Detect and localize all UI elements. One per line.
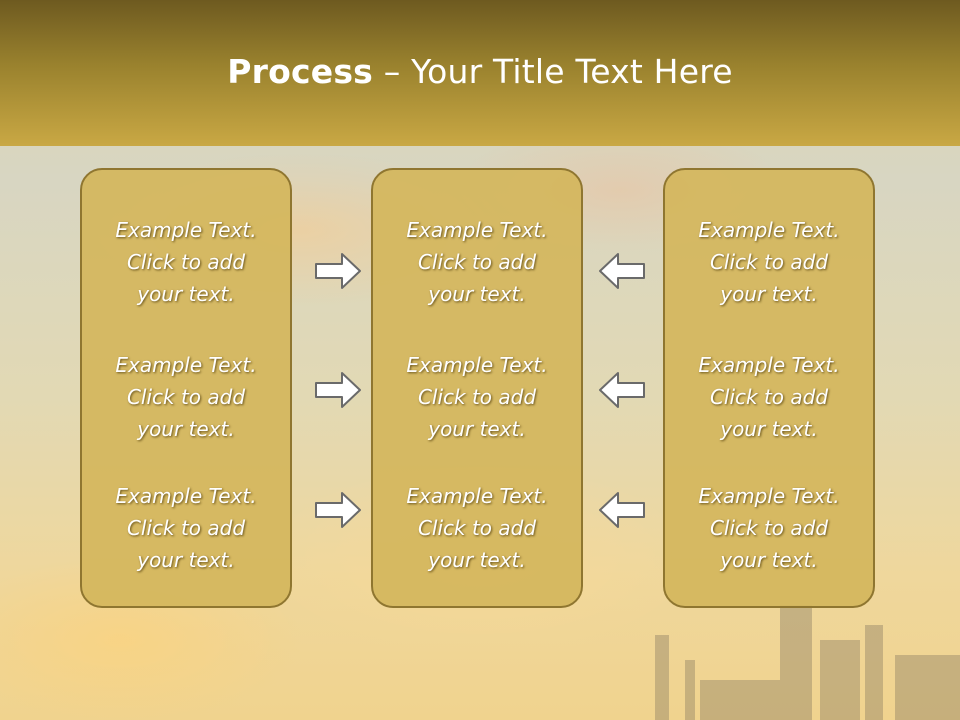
text-line: Example Text. bbox=[698, 353, 840, 377]
text-line: Example Text. bbox=[698, 218, 840, 242]
slide-title[interactable]: Process – Your Title Text Here bbox=[227, 52, 733, 91]
text-line: Example Text. bbox=[698, 484, 840, 508]
arrow-left-icon bbox=[599, 253, 645, 289]
text-placeholder[interactable]: Example Text. Click to add your text. bbox=[665, 480, 873, 576]
text-placeholder[interactable]: Example Text. Click to add your text. bbox=[82, 214, 290, 310]
text-line: Click to add bbox=[417, 250, 537, 274]
text-line: your text. bbox=[720, 282, 818, 306]
text-placeholder[interactable]: Example Text. Click to add your text. bbox=[665, 349, 873, 445]
text-line: Example Text. bbox=[115, 218, 257, 242]
arrow-right-icon bbox=[315, 372, 361, 408]
process-column-left[interactable]: Example Text. Click to add your text. Ex… bbox=[80, 168, 292, 608]
text-line: Click to add bbox=[126, 385, 246, 409]
text-line: Click to add bbox=[709, 516, 829, 540]
process-column-center[interactable]: Example Text. Click to add your text. Ex… bbox=[371, 168, 583, 608]
arrow-left-icon bbox=[599, 372, 645, 408]
text-line: Click to add bbox=[709, 385, 829, 409]
arrow-left-icon bbox=[599, 492, 645, 528]
text-line: your text. bbox=[137, 282, 235, 306]
text-placeholder[interactable]: Example Text. Click to add your text. bbox=[373, 214, 581, 310]
arrow-right-icon bbox=[315, 492, 361, 528]
title-bar: Process – Your Title Text Here bbox=[0, 0, 960, 146]
title-rest-text: – Your Title Text Here bbox=[373, 51, 733, 91]
text-line: your text. bbox=[720, 417, 818, 441]
title-bold-text: Process bbox=[227, 51, 374, 91]
text-line: Example Text. bbox=[406, 218, 548, 242]
text-line: Example Text. bbox=[406, 353, 548, 377]
text-line: your text. bbox=[428, 548, 526, 572]
factory-silhouette-image bbox=[655, 605, 960, 720]
text-line: Click to add bbox=[126, 250, 246, 274]
text-line: Click to add bbox=[126, 516, 246, 540]
text-line: Example Text. bbox=[406, 484, 548, 508]
text-line: your text. bbox=[428, 282, 526, 306]
text-line: your text. bbox=[137, 548, 235, 572]
text-line: your text. bbox=[137, 417, 235, 441]
text-line: Click to add bbox=[709, 250, 829, 274]
text-placeholder[interactable]: Example Text. Click to add your text. bbox=[373, 480, 581, 576]
text-placeholder[interactable]: Example Text. Click to add your text. bbox=[82, 480, 290, 576]
text-line: your text. bbox=[428, 417, 526, 441]
arrow-right-icon bbox=[315, 253, 361, 289]
text-line: Example Text. bbox=[115, 484, 257, 508]
text-placeholder[interactable]: Example Text. Click to add your text. bbox=[373, 349, 581, 445]
text-placeholder[interactable]: Example Text. Click to add your text. bbox=[82, 349, 290, 445]
process-column-right[interactable]: Example Text. Click to add your text. Ex… bbox=[663, 168, 875, 608]
text-placeholder[interactable]: Example Text. Click to add your text. bbox=[665, 214, 873, 310]
text-line: your text. bbox=[720, 548, 818, 572]
text-line: Click to add bbox=[417, 516, 537, 540]
text-line: Example Text. bbox=[115, 353, 257, 377]
text-line: Click to add bbox=[417, 385, 537, 409]
